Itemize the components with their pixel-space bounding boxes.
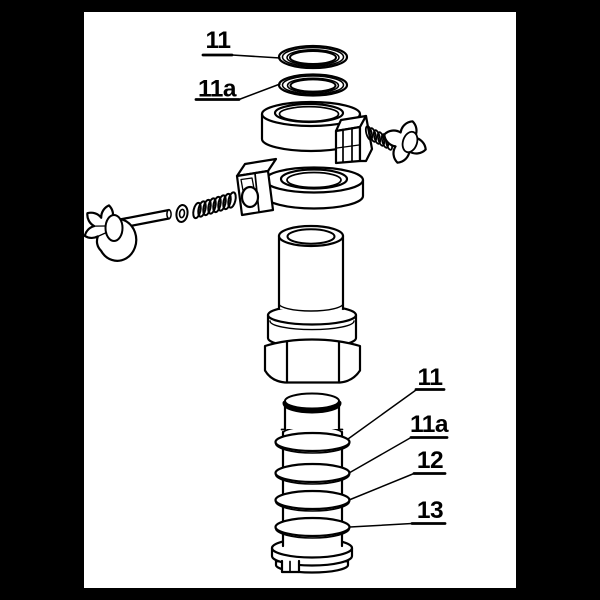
- seal-ring-4-icon: [274, 516, 351, 539]
- washer-icon: [175, 204, 189, 223]
- seal-ring-2-icon: [274, 462, 351, 485]
- callout-underlines: [194, 53, 449, 525]
- barbed-fitting-icon: [270, 392, 354, 574]
- lower-clamp-flange-icon: [235, 157, 365, 217]
- flat-seal-ring-11-icon: [277, 44, 349, 70]
- star-knob-left-icon: [84, 204, 138, 262]
- callout-label-bottom-13: 13: [417, 497, 443, 524]
- callout-label-bottom-11a: 11a: [410, 411, 449, 438]
- callout-label-top-11a: 11a: [198, 76, 237, 103]
- clamp-star-knob-right-icon: [383, 120, 427, 164]
- seal-ring-1-icon: [274, 431, 351, 454]
- drawing-page: 11 11a 11 11a 12 13: [84, 12, 516, 588]
- callout-label-top-11: 11: [206, 27, 231, 54]
- compression-spring-icon: [192, 191, 237, 220]
- o-ring-11a-icon: [277, 73, 349, 97]
- pipe-union-icon: [263, 224, 362, 384]
- seal-ring-3-icon: [274, 489, 351, 512]
- upper-clamp-flange-icon: [260, 100, 374, 165]
- callout-label-bottom-11: 11: [418, 364, 443, 391]
- callout-label-bottom-12: 12: [417, 447, 443, 474]
- exploded-diagram: 11 11a 11 11a 12 13: [84, 27, 449, 574]
- callout-lines: [231, 54, 417, 528]
